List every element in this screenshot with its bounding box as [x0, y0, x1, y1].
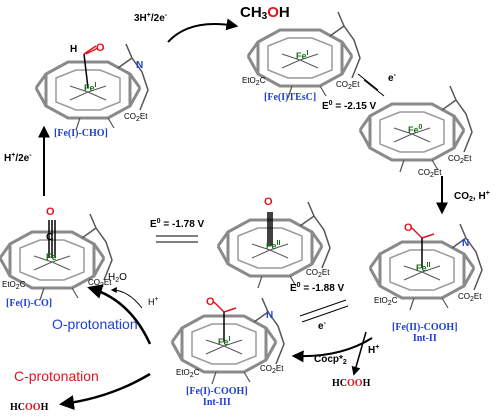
fe-label-fe0: Fe0	[408, 124, 423, 135]
cho-h-atom: H	[70, 44, 78, 55]
potential-1-88: E0 = -1.88 V	[290, 282, 345, 294]
ester-fe0-low: CO2Et	[418, 168, 442, 179]
label-fe2-cooh-line2: Int-II	[412, 333, 437, 344]
arrow-c-protonation	[59, 372, 151, 410]
product-methanol: CH3OH	[240, 4, 290, 22]
ester-fe2co: CO2Et	[306, 268, 330, 279]
eq-arrow-top-back	[363, 79, 385, 97]
ester-fe2cooh-left: EtO2C	[374, 296, 398, 307]
reagent-h-2e-left: H+/2e-	[4, 152, 32, 164]
cho-n-atom: N	[136, 60, 144, 71]
fe2co-o-atom: O	[264, 196, 273, 208]
label-fe-cho: [Fe(I)-CHO]	[54, 128, 108, 139]
ester-fe2cooh: CO2Et	[458, 292, 482, 303]
label-fe1-cooh: [Fe(I)-COOH] Int-III	[186, 386, 248, 408]
reagent-cocp: Cocp*2	[314, 354, 347, 366]
hplus-right: H+	[368, 344, 380, 356]
cho-o-atom: O	[96, 42, 105, 54]
arrow-h2o	[110, 287, 143, 309]
reagent-3h-2e: 3H+/2e-	[134, 12, 168, 24]
fe-label-fe2cooh: FeII	[416, 262, 431, 273]
ester-fe-tesc: CO2Et	[336, 80, 360, 91]
c-protonation-label: C-protonation	[14, 368, 99, 384]
fe1-cooh-structure	[170, 296, 286, 386]
arrow-o-protonation	[87, 284, 152, 345]
fe1cooh-n-atom: N	[266, 310, 274, 321]
eq-arrow-top-forward	[357, 73, 379, 91]
potential-2-15: E0 = -2.15 V	[322, 100, 377, 112]
ester-fe1co-left: EtO2C	[2, 280, 26, 291]
ester-fe1cooh: CO2Et	[260, 364, 284, 375]
formic-acid-right: HCOOH	[332, 378, 371, 389]
label-fe-tesc: [Fe(I)TEsC]	[264, 92, 317, 103]
ester-fe1co: CO2Et	[88, 278, 112, 289]
label-fe1-cooh-line1: [Fe(I)-COOH]	[186, 386, 248, 397]
ester-fe0: CO2Et	[448, 154, 472, 165]
fe2-cooh-structure	[368, 222, 484, 312]
fe-label-tesc: FeI	[296, 50, 309, 61]
o-protonation-label: O-protonation	[52, 316, 138, 332]
fe-label-fe1cooh: FeI	[218, 336, 231, 347]
ester-fe-cho: CO2Et	[124, 112, 148, 123]
ester-fe1cooh-left: EtO2C	[176, 368, 200, 379]
fe2cooh-n-atom: N	[462, 238, 470, 249]
fe1co-o-atom: O	[46, 206, 55, 218]
fe-label-fe1co: Fe	[46, 252, 57, 262]
e-minus-top: e-	[388, 72, 396, 84]
reagent-co2-h: CO2, H+	[454, 190, 490, 203]
fe-cho-structure	[34, 42, 150, 132]
fe1co-c-atom: C	[46, 232, 54, 243]
eq-arrow-low-bottom	[301, 305, 349, 323]
fe2cooh-o-atom: O	[404, 222, 413, 234]
arrow-to-methanol	[167, 18, 239, 43]
potential-1-78: E0 = -1.78 V	[150, 218, 205, 230]
label-fe2-cooh: [Fe(II)-COOH] Int-II	[392, 322, 458, 344]
e-minus-low: e-	[318, 320, 326, 332]
fe2-co-structure	[216, 200, 332, 290]
fe1-co-structure	[0, 212, 114, 302]
water-label: H2O	[108, 272, 127, 284]
label-fe1-cooh-line2: Int-III	[202, 397, 231, 408]
fe-label-fe2co: FeII	[266, 240, 281, 251]
ester-fe-tesc-left: EtO2C	[242, 76, 266, 87]
arrow-to-formic-right	[351, 331, 367, 376]
eq-arrow-low-top	[299, 299, 347, 317]
hplus-small: H+	[148, 296, 159, 307]
fe1cooh-o-atom: O	[206, 296, 215, 308]
arrow-cocp	[291, 337, 373, 363]
fe-label-cho: FeI	[84, 82, 97, 93]
formic-acid-left: HCOOH	[10, 402, 49, 413]
label-fe2-cooh-line1: [Fe(II)-COOH]	[392, 322, 458, 333]
label-fe1-co: [Fe(I)-CO]	[6, 298, 53, 309]
